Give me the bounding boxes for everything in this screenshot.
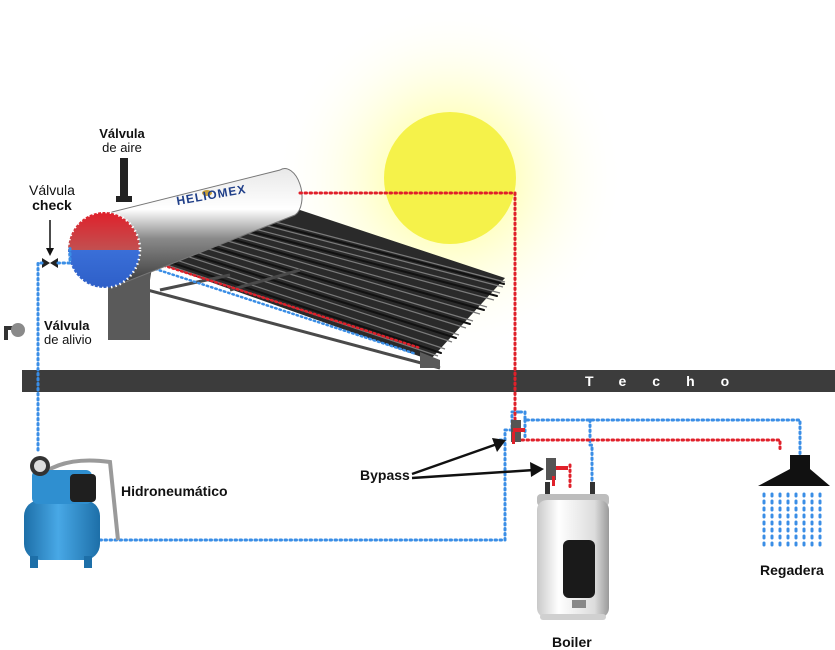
air-valve-label-line1: Válvula: [99, 126, 145, 141]
check-valve-label-line2: check: [32, 197, 72, 213]
shower-water-drops: [762, 492, 822, 548]
bypass-arrowhead-upper: [492, 438, 506, 452]
bypass-arrows: [411, 441, 535, 480]
air-valve-icon: [202, 190, 212, 196]
storage-tank: [66, 168, 303, 290]
check-valve-icon: [42, 258, 58, 268]
shower-head-icon: [758, 455, 830, 486]
hydropneumatic-label: Hidroneumático: [121, 483, 228, 499]
bypass-valve-upper: [511, 420, 525, 444]
relief-valve-label-line1: Válvula: [44, 318, 90, 333]
hydropneumatic-pump: [24, 456, 120, 568]
roof-bar: [22, 370, 835, 392]
relief-valve-icon: [4, 323, 25, 340]
boiler: [537, 482, 609, 620]
relief-valve-label-line2: de alivio: [44, 332, 92, 347]
shower-label: Regadera: [760, 562, 824, 578]
check-valve-label-line1: Válvula: [29, 182, 75, 198]
bypass-valve-lower: [546, 458, 568, 486]
air-valve-label-line2: de aire: [102, 140, 142, 155]
roof-label: Techo: [585, 373, 756, 389]
hot-water-pipes: [298, 191, 782, 492]
bypass-arrowhead-lower: [530, 462, 544, 477]
bypass-label: Bypass: [360, 467, 410, 483]
solar-collector-tubes: [108, 210, 506, 370]
air-valve: [116, 158, 132, 202]
check-valve-arrowhead: [46, 248, 54, 256]
boiler-label: Boiler: [552, 634, 592, 650]
